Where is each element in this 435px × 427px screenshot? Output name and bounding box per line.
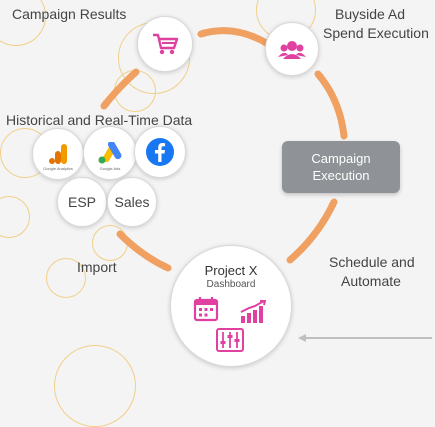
campaign-execution-line2: Execution <box>312 168 370 183</box>
arrow-results-to-data <box>100 68 140 110</box>
historical-data-label: Historical and Real-Time Data <box>6 112 193 128</box>
sales-label: Sales <box>114 194 150 210</box>
campaign-results-node <box>137 16 193 72</box>
arrow-hub-to-execution <box>286 198 338 264</box>
campaign-results-label: Campaign Results <box>12 6 127 22</box>
sales-node: Sales <box>107 177 157 227</box>
google-ads-node: Google Ads <box>83 126 137 180</box>
google-ads-icon <box>97 142 123 164</box>
calendar-icon <box>193 296 219 327</box>
growth-chart-icon <box>239 299 267 329</box>
schedule-label-line2: Automate <box>341 273 401 289</box>
google-analytics-caption: Google Analytics <box>43 166 73 171</box>
sliders-icon <box>216 328 244 357</box>
buyside-label-line2: Spend Execution <box>323 25 429 41</box>
arrow-data-to-hub <box>116 230 172 272</box>
hub-title: Project X <box>204 263 258 278</box>
google-analytics-node: Google Analytics <box>32 128 84 180</box>
google-ads-caption: Google Ads <box>99 166 121 171</box>
google-analytics-icon <box>47 143 69 165</box>
campaign-execution-box: Campaign Execution <box>282 141 400 193</box>
audience-icon <box>277 37 307 61</box>
campaign-execution-line1: Campaign <box>311 151 371 166</box>
schedule-label-line1: Schedule and <box>329 254 415 270</box>
facebook-node <box>134 126 186 178</box>
hub-subtitle: Dashboard <box>206 279 256 290</box>
buyside-node <box>265 22 319 76</box>
deco-circle <box>46 258 86 298</box>
shopping-cart-icon <box>151 32 179 56</box>
facebook-icon <box>145 137 175 167</box>
project-x-hub: Project X Dashboard <box>170 245 292 367</box>
import-label: Import <box>77 259 117 275</box>
buyside-label-line1: Buyside Ad <box>335 6 406 22</box>
esp-label: ESP <box>67 194 96 210</box>
arrow-execution-to-buyside <box>314 70 348 140</box>
arrow-buyside-to-results <box>197 27 272 48</box>
flow-arrows <box>100 27 432 342</box>
esp-node: ESP <box>57 177 107 227</box>
